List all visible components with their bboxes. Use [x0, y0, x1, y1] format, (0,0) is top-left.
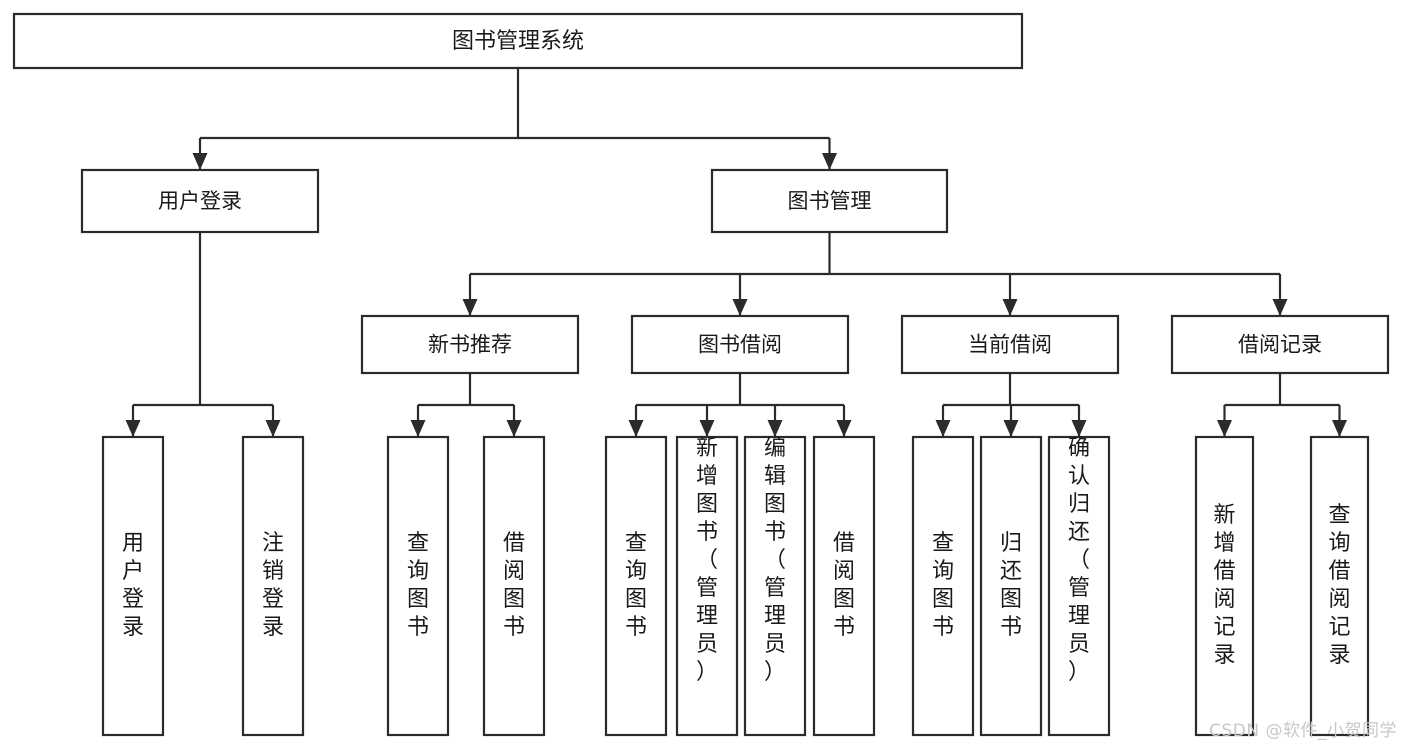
arrow-head-icon — [265, 420, 281, 437]
node-root-box[interactable] — [12, 12, 1024, 70]
node-leaf-cur-confirm-box[interactable] — [1047, 435, 1111, 737]
node-layer: 图书管理系统用户登录图书管理新书推荐图书借阅当前借阅借阅记录用户登录注销登录查询… — [12, 12, 1390, 737]
node-leaf-borrow-edit-box[interactable] — [743, 435, 807, 737]
node-current-borrow-label: 当前借阅 — [968, 333, 1052, 357]
node-leaf-user-login-label: 用户登录 — [122, 531, 144, 640]
arrow-head-icon — [410, 420, 426, 437]
node-leaf-borrow-lend-label: 借阅图书 — [833, 531, 855, 640]
node-leaf-rec-query2-box[interactable] — [1309, 435, 1370, 737]
node-book-borrow-box[interactable] — [630, 314, 850, 375]
node-borrow-record-box[interactable] — [1170, 314, 1390, 375]
arrow-head-icon — [1003, 420, 1019, 437]
node-current-borrow-box[interactable] — [900, 314, 1120, 375]
node-leaf-borrow-lend-box[interactable] — [812, 435, 876, 737]
node-leaf-rec-add-label: 新增借阅记录 — [1213, 503, 1235, 668]
arrow-head-icon — [699, 420, 715, 437]
arrow-head-icon — [125, 420, 141, 437]
node-leaf-rec-add-box[interactable] — [1194, 435, 1255, 737]
connector-layer — [125, 68, 1347, 437]
node-leaf-borrow-edit-label: 编辑图书（管理员） — [764, 436, 786, 685]
arrow-head-icon — [628, 420, 644, 437]
node-user-login-box[interactable] — [80, 168, 320, 234]
arrow-head-icon — [822, 153, 837, 170]
node-leaf-cur-query-box[interactable] — [911, 435, 975, 737]
arrow-head-icon — [836, 420, 852, 437]
node-leaf-borrow-query-box[interactable] — [604, 435, 668, 737]
arrow-head-icon — [767, 420, 783, 437]
node-new-book-rec-box[interactable] — [360, 314, 580, 375]
node-leaf-cur-return-box[interactable] — [979, 435, 1043, 737]
arrow-head-icon — [462, 299, 478, 316]
node-leaf-rec-borrow-label: 借阅图书 — [503, 531, 525, 640]
node-book-manage-label: 图书管理 — [788, 189, 872, 213]
arrow-head-icon — [1002, 299, 1018, 316]
node-leaf-borrow-query-label: 查询图书 — [625, 531, 647, 640]
node-leaf-user-logout-label: 注销登录 — [262, 531, 284, 640]
arrow-head-icon — [506, 420, 522, 437]
node-leaf-rec-query2-label: 查询借阅记录 — [1328, 503, 1350, 668]
node-new-book-rec-label: 新书推荐 — [428, 333, 512, 357]
node-leaf-borrow-add-box[interactable] — [675, 435, 739, 737]
node-leaf-cur-return-label: 归还图书 — [1000, 531, 1022, 640]
node-root-label: 图书管理系统 — [452, 29, 584, 54]
arrow-head-icon — [1272, 299, 1288, 316]
arrow-head-icon — [935, 420, 951, 437]
node-user-login-label: 用户登录 — [158, 189, 242, 213]
node-leaf-user-login-box[interactable] — [101, 435, 165, 737]
node-leaf-rec-query-box[interactable] — [386, 435, 450, 737]
arrow-head-icon — [1071, 420, 1087, 437]
node-leaf-rec-borrow-box[interactable] — [482, 435, 546, 737]
node-leaf-user-logout-box[interactable] — [241, 435, 305, 737]
arrow-head-icon — [192, 153, 208, 170]
node-leaf-cur-confirm-label: 确认归还（管理员） — [1068, 436, 1090, 685]
arrow-head-icon — [1332, 420, 1347, 437]
arrow-head-icon — [732, 299, 748, 316]
node-book-borrow-label: 图书借阅 — [698, 333, 782, 357]
arrow-head-icon — [1217, 420, 1232, 437]
node-leaf-cur-query-label: 查询图书 — [932, 531, 954, 640]
node-leaf-borrow-add-label: 新增图书（管理员） — [696, 436, 718, 685]
node-book-manage-box[interactable] — [710, 168, 949, 234]
node-leaf-rec-query-label: 查询图书 — [407, 531, 429, 640]
node-borrow-record-label: 借阅记录 — [1238, 333, 1322, 357]
